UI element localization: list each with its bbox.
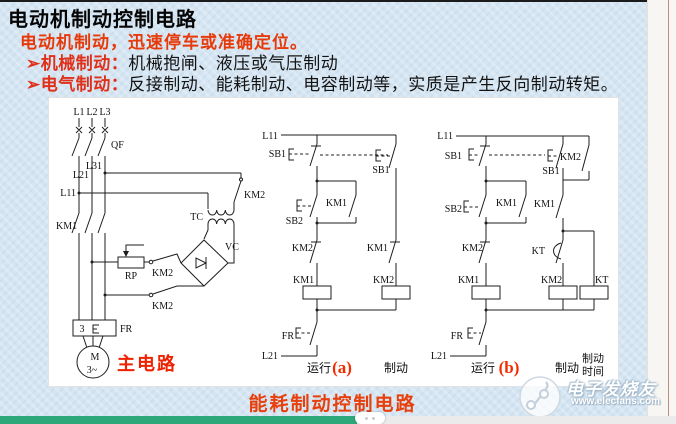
label-a-km1-hold: KM1	[326, 198, 347, 209]
label-main-km2-mid: KM2	[152, 268, 173, 279]
label-a-km2-interlock: KM2	[292, 243, 313, 254]
label-a-sb2: SB2	[286, 216, 303, 227]
label-b-l11: L11	[437, 131, 453, 142]
label-a-km2-coil: KM2	[373, 275, 394, 286]
intro-line: 电动机制动，迅速停车或准确定位。	[20, 33, 308, 52]
label-motor-phase: 3~	[87, 365, 98, 376]
label-b-brake: 制动	[555, 361, 579, 375]
label-b-brake-time-1: 制动	[582, 352, 604, 365]
circuit-diagrams-svg: L1 L2 L3 QF L11 L21 L31	[56, 107, 609, 379]
label-b-sb1-stop: SB1	[445, 151, 462, 162]
label-b-run: 运行	[471, 361, 495, 375]
progress-bar-fill	[0, 416, 357, 424]
label-a-km1-interlock: KM1	[367, 243, 388, 254]
label-a-brake: 制动	[384, 361, 408, 375]
label-main-circuit-caption: 主电路	[117, 353, 177, 374]
bullet-term: 电气制动：	[40, 75, 129, 94]
watermark-brand-text: 电子发烧友	[566, 380, 656, 399]
label-b-l21: L21	[431, 351, 447, 362]
control-circuit-b: L11 SB1 KM1 SB2	[431, 131, 609, 378]
handle-dot	[365, 416, 368, 420]
label-a-l11: L11	[262, 131, 278, 142]
bullet-mechanical-braking: ➢机械制动：机械抱闸、液压或气压制动	[26, 49, 338, 74]
bullet-marker: ➢	[26, 54, 41, 73]
progress-bar-handle[interactable]	[355, 412, 385, 424]
bullet-electrical-braking: ➢电气制动：反接制动、能耗制动、电容制动等，实质是产生反向制动转矩。	[26, 70, 618, 95]
label-phase-l1: L1	[73, 107, 84, 118]
label-phase-l2: L2	[86, 107, 97, 118]
label-b-brake-time-2: 时间	[582, 365, 604, 378]
right-margin-strip	[647, 0, 676, 424]
label-rectifier-vc: VC	[225, 242, 239, 253]
control-circuit-a: L11 SB1 KM1 SB2	[262, 131, 411, 377]
elecfans-watermark: 电子发烧友 www.elecfans.com	[516, 371, 676, 424]
elecfans-logo-icon	[519, 376, 561, 418]
label-main-km2-top: KM2	[244, 190, 265, 201]
label-a-l21: L21	[262, 351, 278, 362]
label-a-sb1-brake: SB1	[372, 165, 389, 176]
label-b-kt-coil: KT	[595, 275, 608, 286]
label-main-km2-bot: KM2	[152, 301, 173, 312]
label-wire-l31: L31	[86, 161, 102, 172]
label-b-km2-coil: KM2	[541, 275, 562, 286]
handle-dot	[372, 416, 375, 420]
right-margin-rule	[668, 0, 669, 424]
slide-background: 电动机制动控制电路 电动机制动，迅速停车或准确定位。 ➢机械制动：机械抱闸、液压…	[0, 0, 648, 424]
label-a-km1-coil: KM1	[293, 275, 314, 286]
label-b-km2-interlock: KM2	[462, 243, 483, 254]
label-wire-l21: L21	[73, 170, 89, 181]
label-b-km1-coil: KM1	[458, 275, 479, 286]
label-fr-number: 3	[80, 324, 85, 335]
label-motor-m: M	[91, 352, 100, 363]
label-b-fr: FR	[451, 331, 464, 342]
label-breaker-qf: QF	[111, 140, 124, 151]
label-b-km1-contact: KM1	[534, 199, 555, 210]
bullet-marker: ➢	[26, 75, 41, 94]
label-b-km2-hold: KM2	[560, 152, 581, 163]
label-b-km1-hold: KM1	[496, 198, 517, 209]
watermark-url-text: www.elecfans.com	[571, 396, 661, 407]
page-title: 电动机制动控制电路	[8, 9, 197, 31]
label-a-fr: FR	[282, 331, 295, 342]
label-a-sb1-stop: SB1	[269, 149, 286, 160]
label-b-sb1-brake: SB1	[542, 166, 559, 177]
label-main-km1: KM1	[56, 221, 77, 232]
label-rheostat-rp: RP	[125, 271, 138, 282]
circuit-diagram-panel: L1 L2 L3 QF L11 L21 L31	[48, 97, 619, 387]
label-main-fr: FR	[120, 324, 133, 335]
label-b-kt-contact: KT	[532, 246, 545, 257]
main-power-circuit: L1 L2 L3 QF L11 L21 L31	[56, 107, 265, 379]
motor-symbol	[76, 345, 110, 379]
label-b-tag: (b)	[499, 358, 520, 377]
label-b-sb2: SB2	[445, 204, 462, 215]
label-a-tag: (a)	[332, 358, 352, 377]
slide-caption: 能耗制动控制电路	[248, 394, 417, 415]
label-transformer-tc: TC	[190, 212, 203, 223]
label-wire-l11: L11	[60, 188, 76, 199]
label-a-run: 运行	[307, 361, 331, 375]
bullet-desc: 机械抱闸、液压或气压制动	[128, 54, 339, 73]
bullet-term: 机械制动：	[40, 54, 129, 73]
bullet-desc: 反接制动、能耗制动、电容制动等，实质是产生反向制动转矩。	[128, 75, 619, 94]
label-phase-l3: L3	[99, 107, 110, 118]
progress-bar-track[interactable]	[0, 412, 676, 424]
